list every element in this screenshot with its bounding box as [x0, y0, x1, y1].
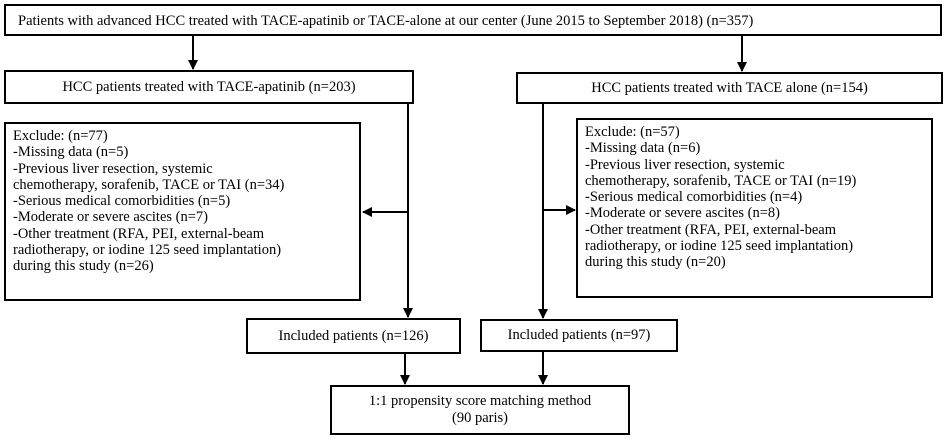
right-exclusion-line: -Other treatment (RFA, PEI, external-bea…	[585, 221, 836, 238]
left-exclusion-line: -Serious medical comorbidities (n=5)	[13, 193, 231, 210]
right-exclusion-line: Exclude: (n=57)	[585, 124, 680, 140]
right-exclusion-line: -Missing data (n=6)	[585, 140, 701, 157]
left-exclusion-line: -Other treatment (RFA, PEI, external-bea…	[13, 225, 264, 242]
top-population-text: Patients with advanced HCC treated with …	[18, 13, 754, 29]
propensity-matching-title: 1:1 propensity score matching method	[368, 393, 592, 409]
right-exclusion-box: Exclude: (n=57) -Missing data (n=6) -Pre…	[576, 118, 933, 298]
right-included-text: Included patients (n=97)	[507, 327, 651, 343]
left-exclusion-line: radiotherapy, or iodine 125 seed implant…	[13, 242, 282, 259]
right-exclusion-line: -Previous liver resection, systemic	[585, 156, 785, 173]
propensity-matching-count: (90 paris)	[452, 410, 508, 426]
left-exclusion-line: -Missing data (n=5)	[13, 144, 129, 161]
left-included-text: Included patients (n=126)	[278, 327, 429, 344]
right-exclusion-line: radiotherapy, or iodine 125 seed implant…	[585, 238, 854, 255]
left-included-box: Included patients (n=126)	[246, 318, 461, 354]
right-included-box: Included patients (n=97)	[480, 319, 678, 352]
tace-alone-group-text: HCC patients treated with TACE alone (n=…	[591, 79, 868, 96]
right-exclusion-line: during this study (n=20)	[585, 254, 726, 271]
tace-apatinib-group-box: HCC patients treated with TACE-apatinib …	[4, 70, 414, 104]
top-population-box: Patients with advanced HCC treated with …	[4, 4, 942, 36]
propensity-matching-box: 1:1 propensity score matching method (90…	[330, 385, 630, 435]
right-exclusion-line: -Serious medical comorbidities (n=4)	[585, 189, 803, 206]
left-exclusion-line: -Moderate or severe ascites (n=7)	[13, 209, 208, 226]
right-exclusion-line: -Moderate or severe ascites (n=8)	[585, 205, 780, 222]
left-exclusion-box: Exclude: (n=77) -Missing data (n=5) -Pre…	[4, 122, 361, 301]
right-exclusion-line: chemotherapy, sorafenib, TACE or TAI (n=…	[585, 172, 857, 189]
left-exclusion-line: during this study (n=26)	[13, 258, 154, 275]
left-exclusion-line: -Previous liver resection, systemic	[13, 160, 213, 177]
left-exclusion-line: chemotherapy, sorafenib, TACE or TAI (n=…	[13, 176, 285, 193]
tace-alone-group-box: HCC patients treated with TACE alone (n=…	[516, 72, 943, 104]
tace-apatinib-group-text: HCC patients treated with TACE-apatinib …	[62, 78, 356, 95]
left-exclusion-line: Exclude: (n=77)	[13, 128, 108, 144]
